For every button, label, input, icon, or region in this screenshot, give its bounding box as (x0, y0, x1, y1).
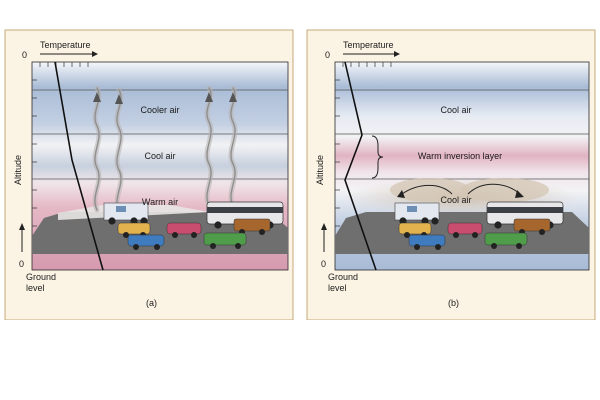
temperature-profile-line (344, 61, 377, 271)
zero-label: 0 (19, 259, 25, 269)
truck-icon (394, 202, 440, 225)
arrowhead-icon (394, 51, 400, 57)
temperature-axis-label: Temperature (343, 40, 394, 50)
panel-caption: (b) (448, 298, 459, 308)
temperature-profile-line (54, 61, 104, 271)
temperature-axis-ticks (39, 62, 89, 67)
layer-label: Cooler air (140, 105, 180, 115)
panel-a (4, 29, 294, 321)
trapped-smog (461, 178, 549, 202)
temperature-axis-ticks (342, 62, 392, 67)
car-icon (484, 232, 528, 249)
panel-b (306, 29, 596, 321)
car-icon (117, 222, 151, 238)
arrowhead-icon (515, 190, 524, 198)
arrowhead-icon (229, 92, 237, 102)
arrowhead-icon (321, 223, 327, 230)
altitude-axis-label: Altitude (315, 154, 325, 185)
layer-label: Cool air (144, 151, 176, 161)
diagram-figure: Temperature 0 0 Altitude Cooler air Cool… (4, 29, 596, 321)
arrowhead-icon (19, 223, 25, 230)
layer-label: Warm inversion layer (417, 151, 503, 161)
zero-label: 0 (22, 50, 28, 60)
car-icon (127, 234, 165, 250)
rising-exhaust-wisps (92, 85, 238, 215)
truck-icon (103, 202, 149, 225)
arrowhead-icon (205, 92, 213, 102)
zero-label: 0 (325, 50, 331, 60)
zero-label: 0 (321, 259, 327, 269)
car-icon (513, 218, 551, 235)
ground-level-label: Ground level (26, 272, 57, 293)
panel-caption: (a) (146, 298, 157, 308)
car-icon (166, 222, 202, 238)
layer-label: Cool air (440, 195, 472, 205)
circulation-arrow (467, 183, 521, 195)
car-icon (398, 222, 432, 238)
inversion-brace-icon (371, 135, 384, 179)
car-icon (408, 234, 446, 250)
circulation-arrow (401, 184, 453, 195)
arrowhead-icon (92, 51, 98, 57)
altitude-axis-label: Altitude (13, 154, 23, 185)
layer-label: Warm air (141, 197, 179, 207)
car-icon (203, 232, 247, 249)
ground-level-label: Ground level (328, 272, 359, 293)
arrowhead-icon (115, 94, 123, 104)
temperature-axis-label: Temperature (40, 40, 91, 50)
layer-label: Cool air (440, 105, 472, 115)
arrowhead-icon (93, 92, 101, 102)
trapped-smog (390, 178, 470, 202)
car-icon (233, 218, 271, 235)
car-icon (447, 222, 483, 238)
diagram-svg (4, 29, 596, 321)
arrowhead-icon (397, 190, 405, 198)
